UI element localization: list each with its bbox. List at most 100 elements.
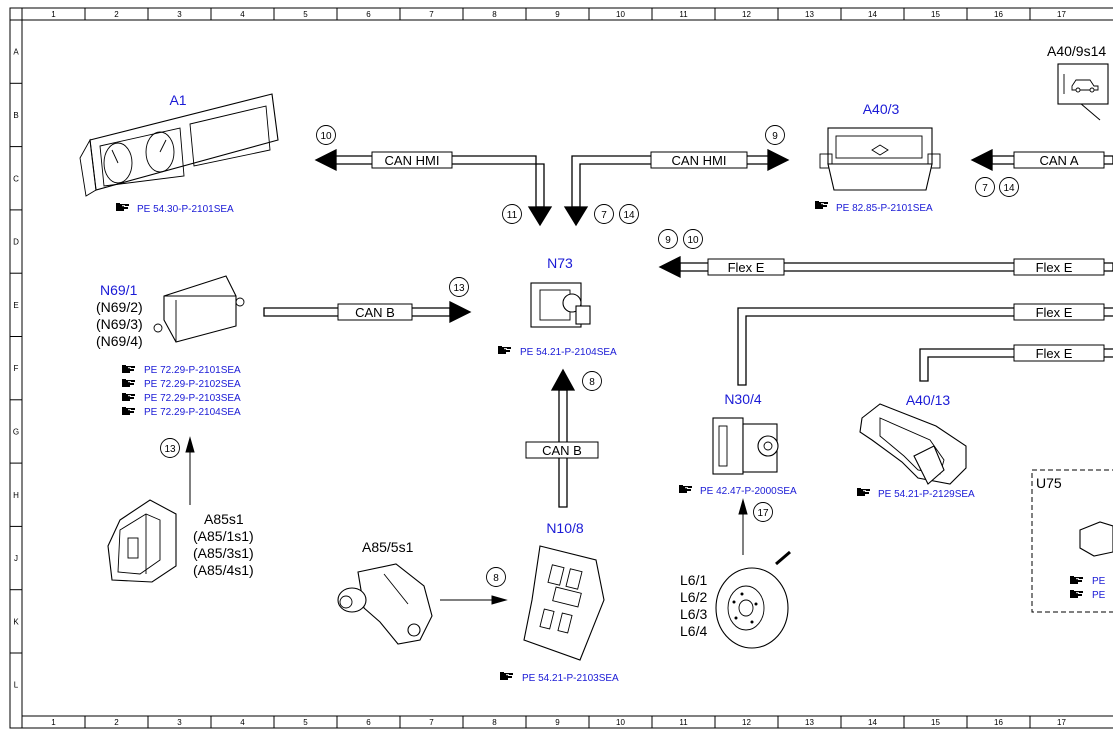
can-b-n10-arrow [550, 368, 576, 391]
l6-3-label: L6/3 [680, 606, 707, 622]
can-b-n10-label: CAN B [542, 443, 582, 458]
can-hmi-left-label: CAN HMI [385, 153, 440, 168]
can-hmi-down-arrow-right [563, 206, 589, 227]
n69-3-label: (N69/3) [96, 316, 143, 332]
a85-4s1-label: (A85/4s1) [193, 562, 254, 578]
a1-instrument-cluster: A1 PE 54.30-P-2101SEA [79, 92, 279, 215]
marker-14: 14 [623, 210, 635, 221]
a85-5s1-label: A85/5s1 [362, 539, 414, 555]
n69-1-door-module: N69/1 (N69/2) (N69/3) (N69/4) PE 72.29-P… [96, 275, 245, 418]
marker-8: 8 [493, 573, 499, 584]
a85s1-label: A85s1 [204, 511, 244, 527]
ruler-column-17: 17 [1057, 718, 1066, 727]
ruler-column-9: 9 [555, 718, 560, 727]
a40-3-label: A40/3 [863, 101, 900, 117]
can-b-n69-label: CAN B [355, 305, 395, 320]
n69-ref-4: PE 72.29-P-2104SEA [144, 407, 241, 418]
marker-17: 17 [757, 508, 769, 519]
ruler-column-14: 14 [868, 718, 877, 727]
n69-1-label: N69/1 [100, 282, 138, 298]
ruler-column-11: 11 [679, 10, 688, 19]
n69-4-label: (N69/4) [96, 333, 143, 349]
can-a-arrow [970, 148, 993, 172]
ruler-row-J: J [14, 554, 18, 563]
can-hmi-right-arrow [767, 148, 790, 172]
ruler-column-11: 11 [679, 718, 688, 727]
marker-8: 8 [589, 377, 595, 388]
ruler-row-H: H [13, 491, 19, 500]
n30-4-esp-unit: N30/4 PE 42.47-P-2000SEA [679, 391, 797, 497]
ruler-column-8: 8 [492, 718, 497, 727]
ruler-column-14: 14 [868, 10, 877, 19]
ruler-column-1: 1 [51, 718, 56, 727]
u75-group: U75 PE PE [1031, 469, 1113, 613]
a40-9s14-switch: A40/9s14 [1047, 43, 1109, 105]
ruler-row-G: G [13, 427, 19, 436]
a40-9s14-label: A40/9s14 [1047, 43, 1106, 59]
ruler-column-16: 16 [994, 718, 1003, 727]
circle-markers [160, 125, 1019, 587]
n73-label: N73 [547, 255, 573, 271]
ruler-column-4: 4 [240, 10, 245, 19]
marker-11: 11 [507, 210, 518, 221]
a1-ref: PE 54.30-P-2101SEA [137, 204, 234, 215]
n10-8-ref: PE 54.21-P-2103SEA [522, 673, 619, 684]
marker-13: 13 [453, 283, 465, 294]
car-icon [1071, 79, 1099, 93]
ruler-row-C: C [13, 174, 19, 183]
n69-ref-1: PE 72.29-P-2101SEA [144, 365, 241, 376]
ruler-column-5: 5 [303, 10, 308, 19]
ruler-column-15: 15 [931, 718, 940, 727]
ruler-column-3: 3 [177, 718, 182, 727]
flex-e-label-4: Flex E [1036, 346, 1073, 361]
n30-4-label: N30/4 [724, 391, 762, 407]
ruler-column-2: 2 [114, 718, 119, 727]
can-b-n69-arrow [449, 300, 472, 324]
a40-3-display: A40/3 PE 82.85-P-2101SEA [815, 101, 941, 214]
can-hmi-right-label: CAN HMI [672, 153, 727, 168]
marker-13: 13 [164, 444, 176, 455]
n69-ref-2: PE 72.29-P-2102SEA [144, 379, 241, 390]
ruler-column-1: 1 [51, 10, 56, 19]
marker-9: 9 [665, 235, 671, 246]
u75-label: U75 [1036, 475, 1062, 491]
marker-7: 7 [982, 183, 988, 194]
a85-1s1-label: (A85/1s1) [193, 528, 254, 544]
flex-e-label-3: Flex E [1036, 305, 1073, 320]
ruler-column-7: 7 [429, 718, 434, 727]
flex-e-label-2: Flex E [1036, 260, 1073, 275]
ruler-column-6: 6 [366, 10, 371, 19]
ruler-column-10: 10 [616, 718, 625, 727]
n10-8-sam-module: N10/8 PE 54.21-P-2103SEA [500, 520, 619, 684]
ruler-column-7: 7 [429, 10, 434, 19]
ruler-column-5: 5 [303, 718, 308, 727]
ruler-column-3: 3 [177, 10, 182, 19]
ruler-column-2: 2 [114, 10, 119, 19]
n69-2-label: (N69/2) [96, 299, 143, 315]
a85s1-lock-switch: A85s1 (A85/1s1) (A85/3s1) (A85/4s1) [107, 499, 254, 583]
marker-14: 14 [1003, 183, 1015, 194]
can-hmi-left-arrow [314, 148, 337, 172]
ruler-column-17: 17 [1057, 10, 1066, 19]
ruler-column-10: 10 [616, 10, 625, 19]
bus-lines [263, 148, 1113, 508]
ruler-column-4: 4 [240, 718, 245, 727]
ruler-column-12: 12 [742, 718, 751, 727]
a85-5s1-lock-switch: A85/5s1 [337, 539, 433, 645]
a1-label: A1 [169, 92, 186, 108]
n10-8-label: N10/8 [546, 520, 584, 536]
flex-e-label-1: Flex E [728, 260, 765, 275]
drawing-frame [9, 7, 1113, 729]
ruler-column-15: 15 [931, 10, 940, 19]
ruler-row-F: F [14, 364, 19, 373]
ruler-row-B: B [13, 111, 18, 120]
ruler-column-8: 8 [492, 10, 497, 19]
l6-wheel-speed-sensors: L6/1 L6/2 L6/3 L6/4 [680, 550, 791, 649]
marker-7: 7 [601, 210, 607, 221]
marker-9: 9 [772, 131, 778, 142]
ruler-column-16: 16 [994, 10, 1003, 19]
n73-ref: PE 54.21-P-2104SEA [520, 347, 617, 358]
u75-ref-2: PE [1092, 590, 1106, 601]
